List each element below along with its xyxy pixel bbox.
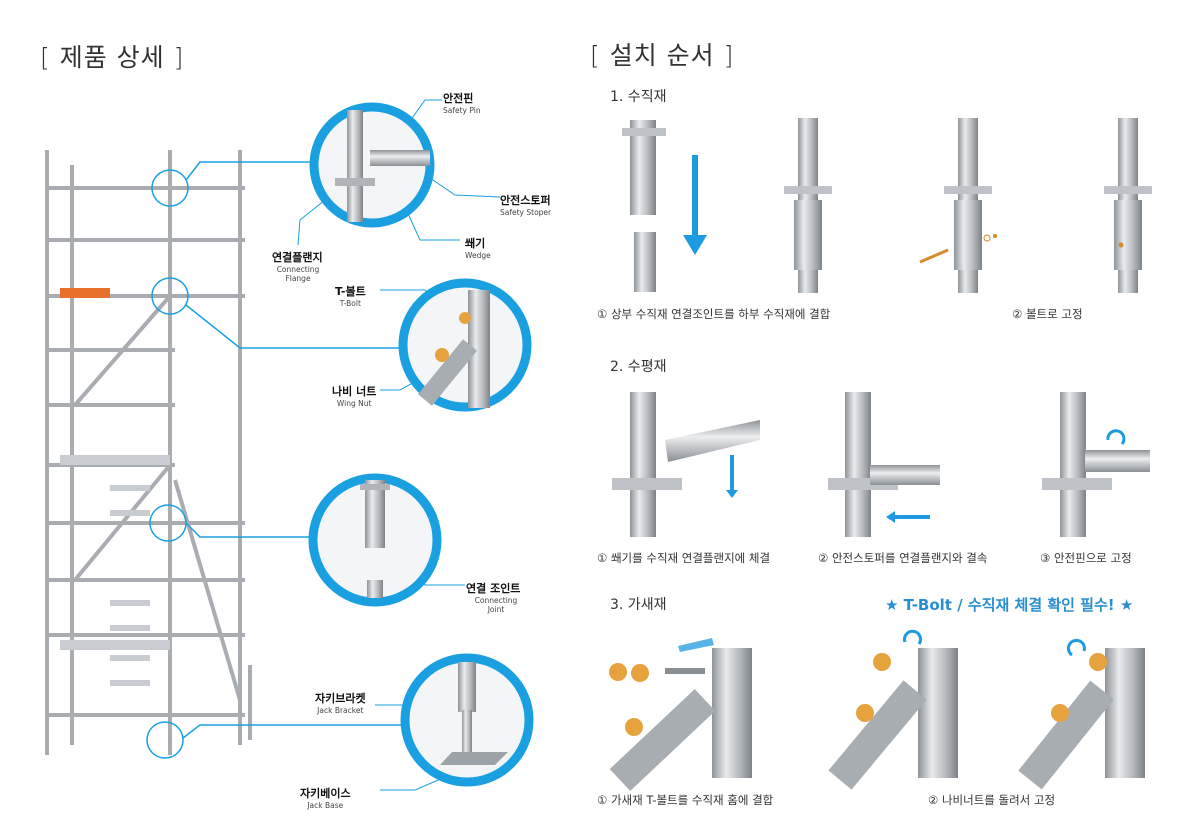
step1-caption-2: ② 볼트로 고정 xyxy=(1012,307,1083,321)
tbolt-notice: ★ T-Bolt / 수직재 체결 확인 필수! ★ xyxy=(885,596,1134,614)
step2-illustrations xyxy=(612,392,1150,537)
label-ko: T-볼트 xyxy=(335,285,366,298)
label-en: T-Bolt xyxy=(339,299,361,308)
label-en: Connecting Flange xyxy=(276,265,320,283)
label-ko: 연결 조인트 xyxy=(466,582,521,595)
install-order-title: [ 설치 순서 ] xyxy=(590,41,735,70)
step2-heading: 2. 수평재 xyxy=(610,359,667,375)
detail-circle-flange xyxy=(309,102,435,228)
label-en: Safety Pin xyxy=(443,106,481,115)
product-detail-title: [ 제품 상세 ] xyxy=(40,43,185,72)
detail-circle-jack xyxy=(400,653,534,787)
step2-caption-1: ① 쐐기를 수직재 연결플랜지에 체결 xyxy=(597,551,771,565)
label-ko: 쐐기 xyxy=(465,237,486,250)
step3-heading: 3. 가새재 xyxy=(610,597,667,613)
detail-circle-joint xyxy=(308,473,442,607)
step1-caption-1: ① 상부 수직재 연결조인트를 하부 수직재에 결합 xyxy=(597,307,831,321)
label-en: Wedge xyxy=(465,251,491,260)
label-en: Jack Bracket xyxy=(317,706,364,715)
label-safety-pin: 안전핀 Safety Pin xyxy=(443,90,481,115)
label-connecting-flange: 연결플랜지 Connecting Flange xyxy=(272,249,324,283)
label-ko: 자키베이스 xyxy=(300,787,351,800)
scaffold-tower xyxy=(45,150,252,755)
detail-circle-tbolt xyxy=(398,278,532,412)
label-jack-bracket: 자키브라켓 Jack Bracket xyxy=(315,690,366,715)
label-ko: 나비 너트 xyxy=(332,385,377,398)
label-en: Wing Nut xyxy=(336,399,372,408)
label-ko: 자키브라켓 xyxy=(315,692,366,705)
step1-heading: 1. 수직재 xyxy=(610,89,667,105)
label-t-bolt: T-볼트 T-Bolt xyxy=(335,283,366,308)
label-connecting-joint: 연결 조인트 Connecting Joint xyxy=(466,580,526,614)
step3-illustrations xyxy=(609,629,1145,791)
platform-board xyxy=(60,288,110,298)
label-ko: 연결플랜지 xyxy=(272,251,323,264)
step1-illustrations xyxy=(622,118,1152,293)
label-wedge: 쐐기 Wedge xyxy=(465,235,491,260)
label-safety-stoper: 안전스토퍼 Safety Stoper xyxy=(500,192,551,217)
step3-caption-2: ② 나비너트를 돌려서 고정 xyxy=(928,793,1056,807)
label-ko: 안전핀 xyxy=(443,92,474,105)
label-ko: 안전스토퍼 xyxy=(500,194,551,207)
stair-steps xyxy=(60,455,170,686)
label-en: Connecting Joint xyxy=(474,596,518,614)
label-en: Safety Stoper xyxy=(500,208,552,217)
label-jack-base: 자키베이스 Jack Base xyxy=(300,785,351,810)
step2-caption-2: ② 안전스토퍼를 연결플랜지와 결속 xyxy=(818,551,988,565)
step2-caption-3: ③ 안전핀으로 고정 xyxy=(1040,551,1132,565)
label-wing-nut: 나비 너트 Wing Nut xyxy=(332,383,376,408)
step3-caption-1: ① 가새재 T-볼트를 수직재 홈에 결합 xyxy=(597,793,774,807)
label-en: Jack Base xyxy=(307,801,344,810)
